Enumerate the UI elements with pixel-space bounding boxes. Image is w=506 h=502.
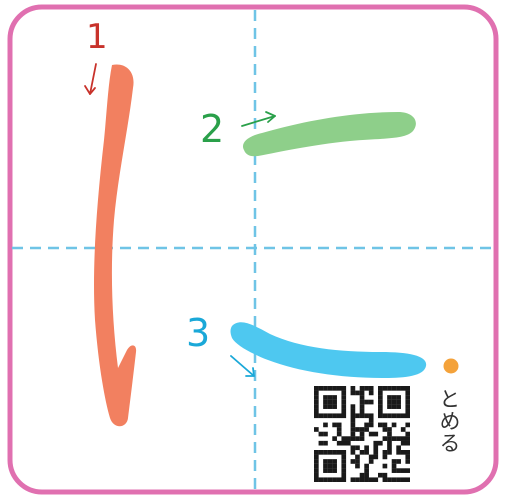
stroke-number-3: 3 xyxy=(186,311,211,355)
stroke-2 xyxy=(242,112,416,157)
stroke-3 xyxy=(230,322,427,378)
stroke-number-1: 1 xyxy=(86,17,108,57)
end-point-dot-icon xyxy=(443,358,459,374)
card-border xyxy=(7,4,499,495)
stroke-number-2: 2 xyxy=(200,107,225,151)
qr-code-icon[interactable] xyxy=(314,386,410,482)
stroke-1 xyxy=(94,64,137,427)
ending-note: とめる xyxy=(437,388,461,454)
stroke-direction-arrow-icon xyxy=(84,63,276,377)
